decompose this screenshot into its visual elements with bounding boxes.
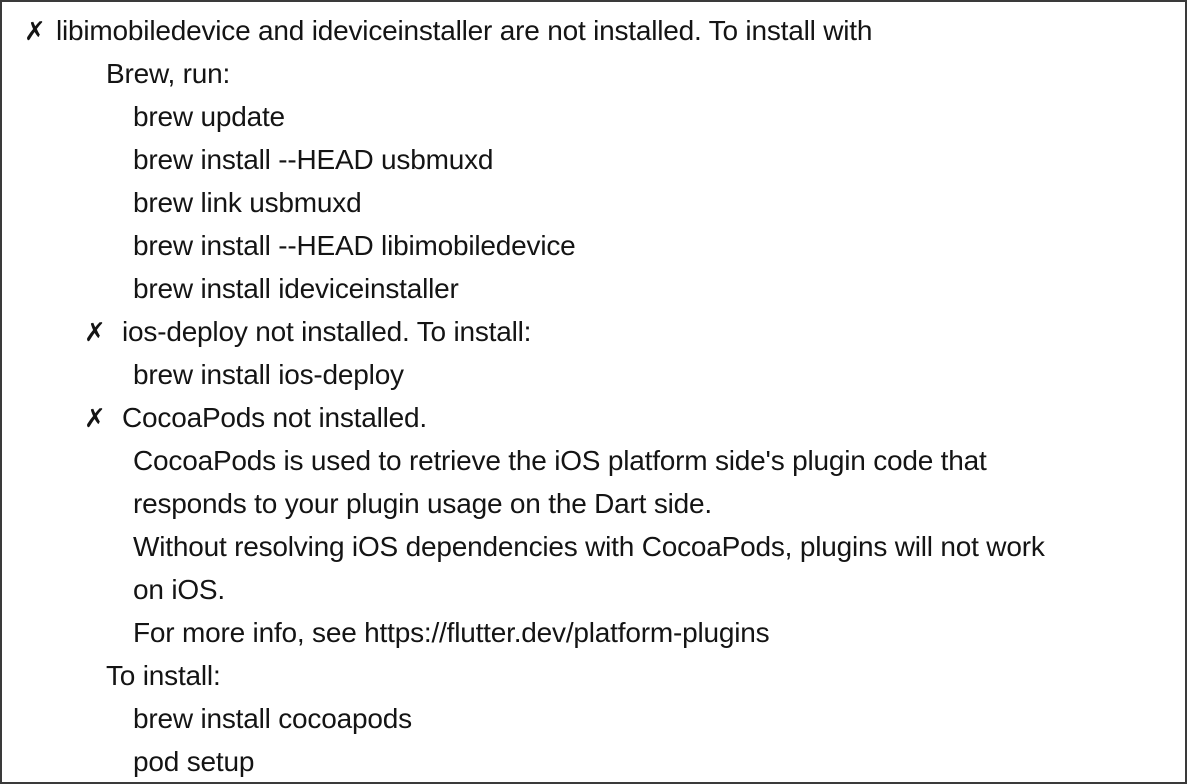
- console-line-text: ios-deploy not installed. To install:: [122, 316, 532, 347]
- console-line-text: brew install --HEAD usbmuxd: [133, 144, 494, 175]
- console-line-text: For more info, see https://flutter.dev/p…: [133, 617, 770, 648]
- console-line: brew install --HEAD usbmuxd: [2, 138, 1185, 181]
- console-line: ✗ libimobiledevice and ideviceinstaller …: [2, 9, 1185, 52]
- console-line: CocoaPods is used to retrieve the iOS pl…: [2, 439, 1185, 482]
- console-line-text: libimobiledevice and ideviceinstaller ar…: [56, 15, 873, 46]
- console-line-text: brew install cocoapods: [133, 703, 412, 734]
- console-line-text: brew link usbmuxd: [133, 187, 362, 218]
- console-line: Brew, run:: [2, 52, 1185, 95]
- console-line: on iOS.: [2, 568, 1185, 611]
- console-line-text: responds to your plugin usage on the Dar…: [133, 488, 712, 519]
- console-line-text: Without resolving iOS dependencies with …: [133, 531, 1045, 562]
- console-line: brew install --HEAD libimobiledevice: [2, 224, 1185, 267]
- console-line-text: To install:: [106, 660, 221, 691]
- console-line: brew link usbmuxd: [2, 181, 1185, 224]
- console-line-text: CocoaPods not installed.: [122, 402, 427, 433]
- console-line-text: brew update: [133, 101, 285, 132]
- console-line: brew install ios-deploy: [2, 353, 1185, 396]
- console-line: ✗ ios-deploy not installed. To install:: [2, 310, 1185, 353]
- console-line: responds to your plugin usage on the Dar…: [2, 482, 1185, 525]
- console-line-text: brew install ios-deploy: [133, 359, 404, 390]
- console-line-text: on iOS.: [133, 574, 225, 605]
- console-line: brew install cocoapods: [2, 697, 1185, 740]
- console-line: To install:: [2, 654, 1185, 697]
- error-cross-icon: ✗: [84, 404, 106, 434]
- console-line-text: brew install ideviceinstaller: [133, 273, 459, 304]
- console-line-text: Brew, run:: [106, 58, 231, 89]
- console-line: brew install ideviceinstaller: [2, 267, 1185, 310]
- console-line-text: pod setup: [133, 746, 255, 777]
- console-line: brew update: [2, 95, 1185, 138]
- error-cross-icon: ✗: [24, 17, 46, 47]
- console-line: pod setup: [2, 740, 1185, 782]
- console-line: For more info, see https://flutter.dev/p…: [2, 611, 1185, 654]
- console-lines: ✗ libimobiledevice and ideviceinstaller …: [2, 9, 1185, 782]
- console-line: ✗ CocoaPods not installed.: [2, 396, 1185, 439]
- console-line-text: CocoaPods is used to retrieve the iOS pl…: [133, 445, 987, 476]
- error-cross-icon: ✗: [84, 318, 106, 348]
- console-line-text: brew install --HEAD libimobiledevice: [133, 230, 576, 261]
- console-line: Without resolving iOS dependencies with …: [2, 525, 1185, 568]
